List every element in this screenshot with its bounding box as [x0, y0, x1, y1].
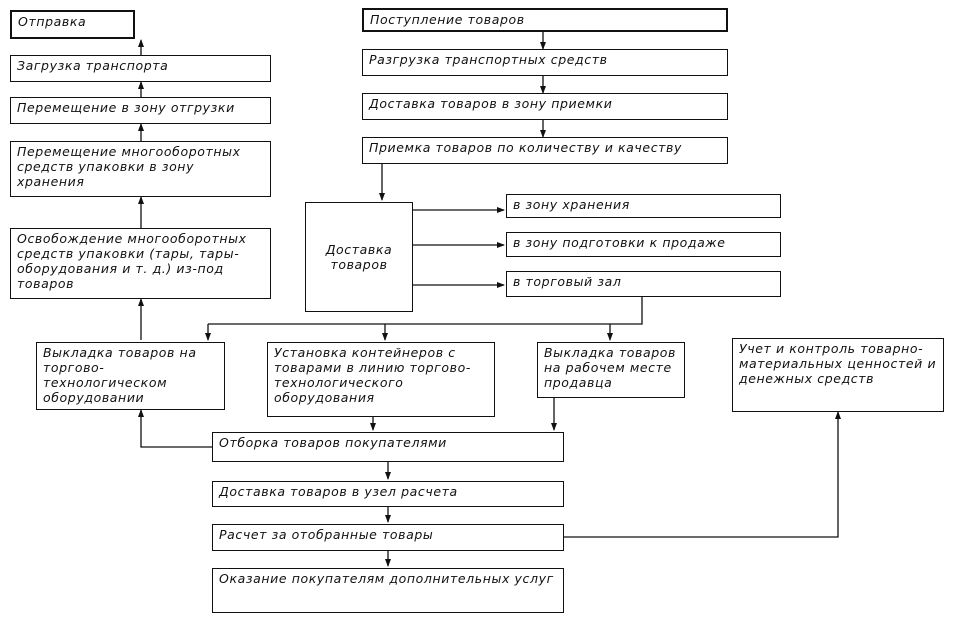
box-deliver-to-acceptance: Доставка товаров в зону приемки: [362, 93, 728, 120]
to-checkout-label: Доставка товаров в узел расчета: [219, 484, 458, 499]
move-to-shipping-label: Перемещение в зону отгрузки: [17, 100, 235, 115]
display-equipment-label: Выкладка товаров на торгово-технологичес…: [43, 345, 197, 405]
box-payment: Расчет за отобранные товары: [212, 524, 564, 551]
move-containers-label: Перемещение многооборотных средств упако…: [17, 144, 241, 189]
arrow-payment-to-accounting: [564, 411, 841, 538]
box-release-containers: Освобождение многооборотных средств упак…: [10, 228, 271, 299]
box-to-storage: в зону хранения: [506, 194, 781, 218]
display-workplace-label: Выкладка товаров на рабочем месте продав…: [544, 345, 676, 390]
box-to-checkout: Доставка товаров в узел расчета: [212, 481, 564, 507]
box-load-transport: Загрузка транспорта: [10, 55, 271, 82]
box-move-to-shipping: Перемещение в зону отгрузки: [10, 97, 271, 124]
box-to-preparation: в зону подготовки к продаже: [506, 232, 781, 257]
box-install-containers: Установка контейнеров с товарами в линию…: [267, 342, 495, 417]
box-unload: Разгрузка транспортных средств: [362, 49, 728, 76]
acceptance-label: Приемка товаров по количеству и качеству: [369, 140, 683, 155]
payment-label: Расчет за отобранные товары: [219, 527, 434, 542]
load-transport-label: Загрузка транспорта: [17, 58, 169, 73]
release-containers-label: Освобождение многооборотных средств упак…: [17, 231, 247, 291]
box-display-equipment: Выкладка товаров на торгово-технологичес…: [36, 342, 225, 410]
ship-label: Отправка: [18, 14, 87, 29]
to-storage-label: в зону хранения: [513, 197, 630, 212]
box-move-containers: Перемещение многооборотных средств упако…: [10, 141, 271, 197]
box-accounting: Учет и контроль товарно-материальных цен…: [732, 338, 944, 412]
box-display-workplace: Выкладка товаров на рабочем месте продав…: [537, 342, 685, 398]
to-preparation-label: в зону подготовки к продаже: [513, 235, 726, 250]
box-delivery-hub: Доставка товаров: [305, 202, 413, 312]
delivery-hub-label: Доставка товаров: [325, 242, 393, 272]
arrow-selection-to-display: [138, 409, 212, 448]
selection-label: Отборка товаров покупателями: [219, 435, 447, 450]
box-services: Оказание покупателям дополнительных услу…: [212, 568, 564, 613]
box-selection: Отборка товаров покупателями: [212, 432, 564, 462]
box-ship: Отправка: [10, 10, 135, 39]
box-acceptance: Приемка товаров по количеству и качеству: [362, 137, 728, 164]
box-receipt: Поступление товаров: [362, 8, 728, 32]
services-label: Оказание покупателям дополнительных услу…: [219, 571, 554, 586]
accounting-label: Учет и контроль товарно-материальных цен…: [739, 341, 937, 386]
deliver-to-acceptance-label: Доставка товаров в зону приемки: [369, 96, 613, 111]
receipt-label: Поступление товаров: [370, 12, 525, 27]
install-containers-label: Установка контейнеров с товарами в линию…: [274, 345, 471, 405]
unload-label: Разгрузка транспортных средств: [369, 52, 608, 67]
box-to-sales-floor: в торговый зал: [506, 271, 781, 297]
to-sales-floor-label: в торговый зал: [513, 274, 622, 289]
